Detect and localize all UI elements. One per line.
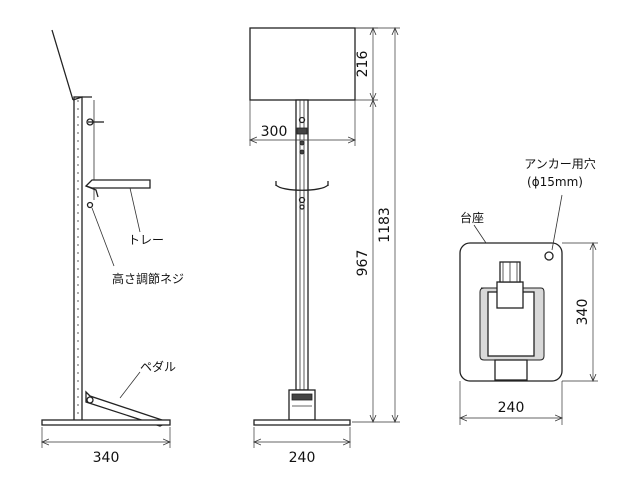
- front-view: [250, 28, 400, 448]
- clamp-screw: [299, 140, 305, 146]
- clamp-bolt: [298, 116, 306, 124]
- base-label: 台座: [460, 210, 484, 225]
- side-base-plate: [41, 419, 171, 426]
- mid-bolt: [298, 196, 306, 204]
- front-base-plate: [253, 419, 351, 426]
- base-leader: [473, 224, 487, 244]
- tray-label: トレー: [128, 233, 164, 247]
- top-bracket: [72, 96, 92, 101]
- anchor-hole-size-label: (ϕ15mm): [527, 175, 583, 189]
- base-width-dim: 240: [498, 400, 525, 416]
- top-plate-edge: [51, 29, 74, 101]
- side-view: [41, 29, 171, 448]
- pedal-housing-top: [291, 393, 313, 401]
- anchor-hole-label: アンカー用穴: [524, 156, 596, 171]
- total-height-dim: 1183: [377, 207, 393, 243]
- front-base-dim: 240: [289, 450, 316, 466]
- tray-bracket: [85, 185, 99, 198]
- screw-leader: [91, 207, 115, 267]
- clamp-block: [296, 127, 308, 135]
- pedal-pivot: [86, 396, 94, 404]
- front-top-panel: [249, 27, 356, 101]
- side-width-dim: 340: [93, 450, 120, 466]
- pedal-leader: [119, 371, 141, 399]
- hole-leader: [551, 194, 563, 251]
- clamp-screw-2: [299, 149, 305, 155]
- lower-height-dim: 967: [355, 250, 371, 277]
- anchor-hole: [544, 251, 554, 261]
- mechanism-foot: [494, 359, 528, 381]
- base-height-dim: 340: [575, 299, 591, 326]
- mid-bolt-2: [299, 204, 305, 210]
- hook-bar: [275, 184, 329, 191]
- lever-pivot: [86, 118, 94, 126]
- mechanism-top-block: [496, 281, 524, 309]
- tray: [84, 179, 151, 189]
- top-width-dim: 300: [261, 124, 288, 140]
- adjust-screw-label: 高さ調節ネジ: [112, 271, 184, 286]
- tray-leader: [129, 187, 141, 233]
- top-height-dim: 216: [355, 51, 371, 78]
- pedal-label: ペダル: [140, 359, 176, 374]
- base-view: [460, 194, 598, 425]
- adjust-screw: [86, 201, 94, 209]
